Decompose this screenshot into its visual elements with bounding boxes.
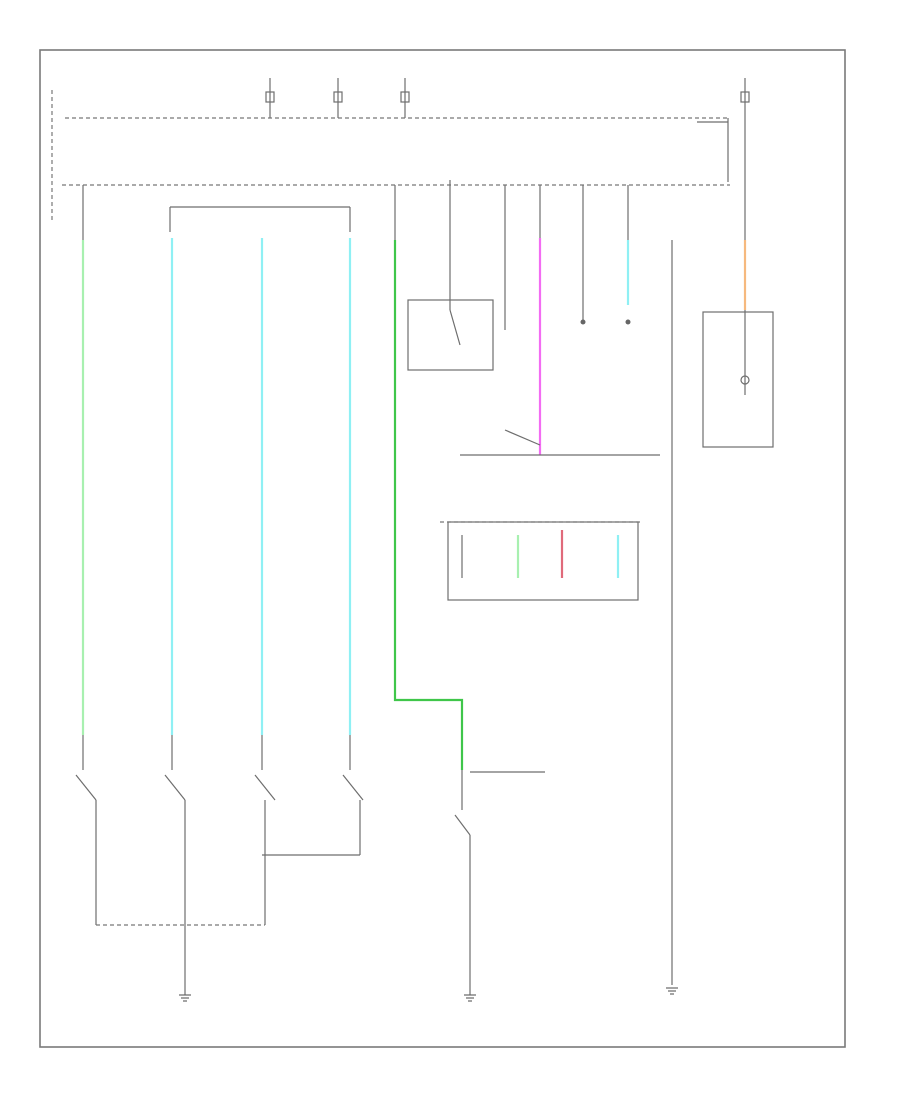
ground-symbol-right [666, 987, 678, 995]
fuse-supply-4 [740, 78, 750, 240]
fuel-block [447, 521, 639, 601]
ground-symbol-left [179, 994, 191, 1002]
lamp-icon [740, 375, 750, 385]
connector-dot-628 [625, 319, 631, 325]
fuse-supply-1 [265, 78, 275, 118]
connector-dot-583 [580, 319, 586, 325]
ground-symbol-middle [464, 994, 476, 1002]
lower-switch-4 [342, 735, 364, 855]
switch-box [407, 299, 494, 371]
wire-green-main [393, 240, 464, 770]
fuse-supply-3 [400, 78, 410, 118]
switch-arm [449, 309, 461, 346]
module-bracket-diagonal [504, 429, 541, 446]
lower-switch-1 [75, 735, 97, 925]
lower-switch-2 [164, 735, 186, 925]
fuse-supply-2 [333, 78, 343, 118]
diagram-border [39, 49, 846, 1048]
green-lower-switch [454, 770, 545, 995]
right-component-box [702, 311, 774, 448]
lower-switch-3 [254, 735, 276, 925]
